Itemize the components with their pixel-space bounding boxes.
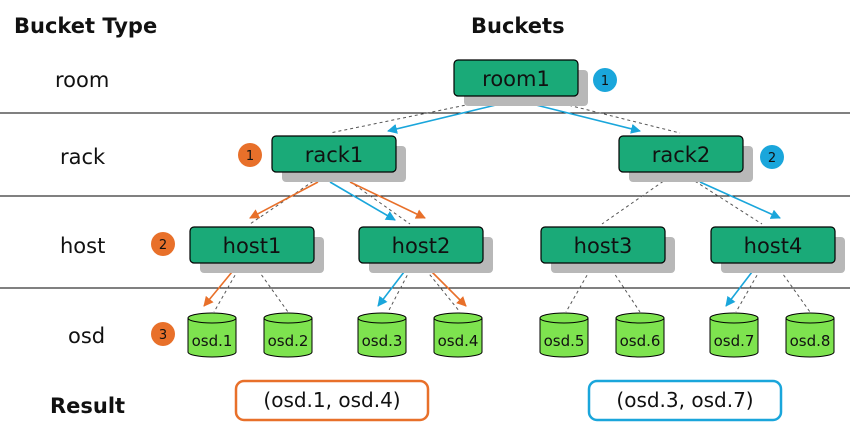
bucket-label-host4: host4 xyxy=(744,234,803,258)
osd-disk-2: osd.2 xyxy=(263,312,313,358)
orange-result-box: (osd.1, osd.4) xyxy=(234,379,430,422)
osd-disk-5: osd.5 xyxy=(539,312,589,358)
edge-host3-osd5 xyxy=(565,269,591,313)
blue-step-badge-1: 1 xyxy=(593,68,617,92)
level-label-room: room xyxy=(55,68,109,92)
orange-arrow-host2-osd4 xyxy=(431,271,467,307)
svg-text:2: 2 xyxy=(159,238,167,253)
edge-host2-osd3 xyxy=(387,269,411,313)
orange-step-badge-1: 1 xyxy=(238,143,262,167)
level-separators xyxy=(0,112,850,289)
blue-arrow-rack2-host4 xyxy=(699,181,781,219)
edge-host1-osd1 xyxy=(213,269,239,313)
edge-host4-osd7 xyxy=(735,269,761,313)
osd-disk-3: osd.3 xyxy=(357,312,407,358)
level-label-host: host xyxy=(60,234,105,258)
orange-arrow-rack1-host1 xyxy=(249,181,319,219)
edge-room1-rack1 xyxy=(329,97,501,134)
bucket-label-host1: host1 xyxy=(223,234,282,258)
bucket-node-host1: host1 xyxy=(189,226,324,273)
edge-rack2-host3 xyxy=(601,177,669,225)
buckets-header: Buckets xyxy=(471,14,565,38)
osd-label-5: osd.5 xyxy=(544,332,585,350)
blue-arrow-host2-osd3 xyxy=(377,271,405,307)
bucket-node-host4: host4 xyxy=(710,226,845,273)
osd-disk-1: osd.1 xyxy=(187,312,237,358)
blue-arrow-rack1-host2 xyxy=(329,181,396,221)
blue-arrow-host4-osd7 xyxy=(725,271,753,307)
blue-result-box: (osd.3, osd.7) xyxy=(587,379,783,422)
osd-label-2: osd.2 xyxy=(268,332,309,350)
blue-selection-path xyxy=(329,103,781,307)
edge-host1-osd2 xyxy=(257,269,289,313)
osd-disk-7: osd.7 xyxy=(709,312,759,358)
osd-label-7: osd.7 xyxy=(714,332,755,350)
blue-step-badge-2: 2 xyxy=(760,145,784,169)
bucket-node-host2: host2 xyxy=(358,226,493,273)
orange-step-badge-2: 2 xyxy=(151,232,175,256)
edge-rack1-host1 xyxy=(249,177,319,225)
blue-arrow-room1-rack2 xyxy=(531,103,641,134)
orange-arrow-rack1-host2 xyxy=(349,181,426,219)
osd-label-3: osd.3 xyxy=(362,332,403,350)
bucket-node-rack1: rack1 xyxy=(271,135,406,182)
edge-rack2-host4 xyxy=(689,177,763,225)
osd-label-6: osd.6 xyxy=(620,332,661,350)
bucket-node-room1: room1 xyxy=(453,59,588,106)
svg-text:2: 2 xyxy=(768,151,776,166)
result-label: Result xyxy=(50,394,125,418)
hierarchy-edges xyxy=(213,97,811,313)
blue-result-text: (osd.3, osd.7) xyxy=(616,388,753,412)
bucket-node-host3: host3 xyxy=(540,226,675,273)
level-label-osd: osd xyxy=(68,324,105,348)
edge-host3-osd6 xyxy=(611,269,641,313)
edge-host2-osd4 xyxy=(425,269,461,313)
level-label-rack: rack xyxy=(60,145,106,169)
osd-disk-6: osd.6 xyxy=(615,312,665,358)
orange-selection-path xyxy=(203,181,467,307)
bucket-label-room1: room1 xyxy=(482,67,550,91)
svg-text:1: 1 xyxy=(601,74,609,89)
bucket-type-header: Bucket Type xyxy=(14,14,157,38)
bucket-label-host3: host3 xyxy=(574,234,633,258)
osd-label-4: osd.4 xyxy=(438,332,479,350)
orange-step-badge-3: 3 xyxy=(151,322,175,346)
bucket-label-host2: host2 xyxy=(392,234,451,258)
bucket-label-rack1: rack1 xyxy=(305,143,364,167)
blue-arrow-room1-rack1 xyxy=(387,103,501,134)
osd-disk-4: osd.4 xyxy=(433,312,483,358)
orange-arrow-host1-osd1 xyxy=(203,271,233,307)
bucket-node-rack2: rack2 xyxy=(618,135,753,182)
osd-label-8: osd.8 xyxy=(790,332,831,350)
osd-label-1: osd.1 xyxy=(192,332,233,350)
orange-result-text: (osd.1, osd.4) xyxy=(263,388,400,412)
svg-text:1: 1 xyxy=(246,149,254,164)
edge-host4-osd8 xyxy=(779,269,811,313)
osd-disk-8: osd.8 xyxy=(785,312,835,358)
bucket-label-rack2: rack2 xyxy=(652,143,711,167)
svg-text:3: 3 xyxy=(159,328,167,343)
